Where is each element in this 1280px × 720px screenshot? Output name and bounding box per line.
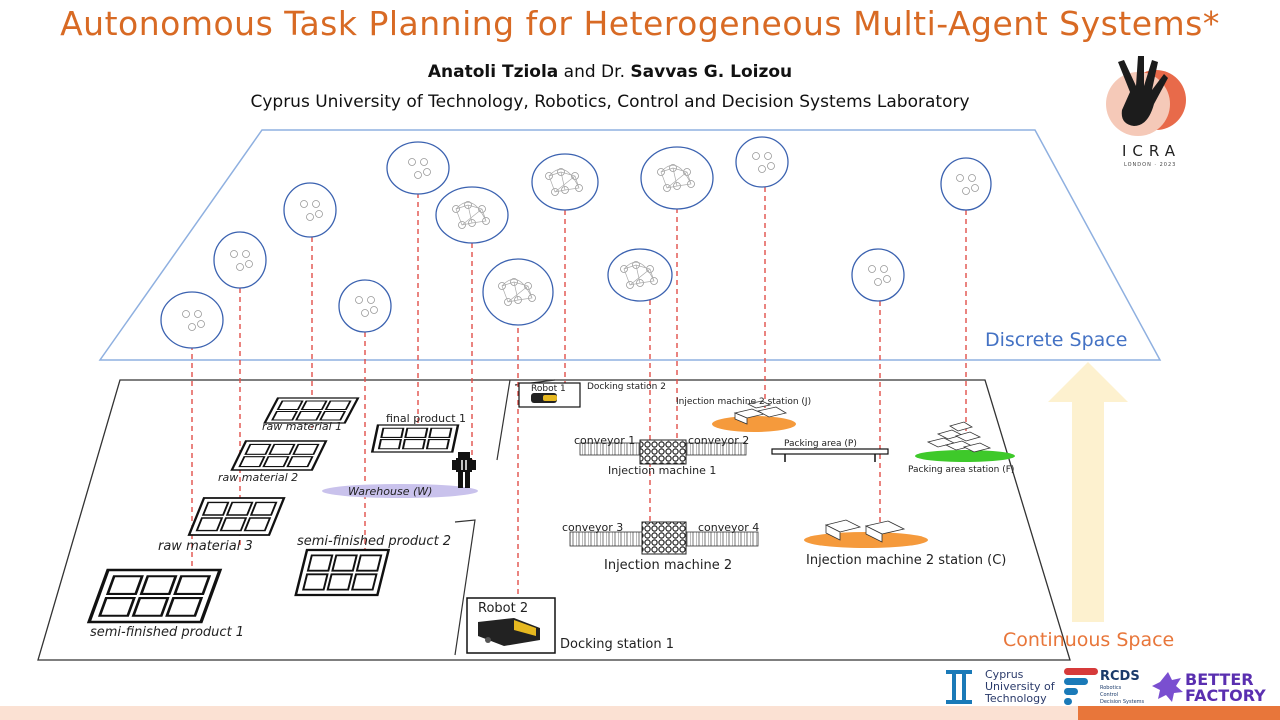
boxes-station-f — [926, 421, 992, 453]
cut-line-2: University of — [985, 680, 1056, 693]
raw-material-1-label: raw material 1 — [262, 420, 342, 433]
icra-logo: ICRA LONDON · 2023 — [1106, 56, 1186, 168]
warehouse-zone — [322, 484, 478, 498]
conveyor-3-label: conveyor 3 — [562, 521, 623, 534]
warehouse-label: Warehouse (W) — [348, 485, 432, 498]
continuous-space-label: Continuous Space — [1003, 629, 1174, 651]
state-graph-circle — [482, 258, 554, 326]
footer-band — [0, 706, 1280, 720]
injection-machine-2-station-j-label: Injection machine 2 station (J) — [676, 397, 811, 407]
boxes-station-j — [733, 400, 788, 425]
injection-machine-2-body — [641, 521, 687, 555]
discrete-continuous-links — [191, 187, 967, 618]
state-circle — [735, 136, 789, 188]
docking-station-1-label: Docking station 1 — [560, 637, 674, 652]
final-product-1-label: final product 1 — [386, 412, 466, 425]
better-factory-line-2: FACTORY — [1185, 686, 1266, 705]
author-2: Savvas G. Loizou — [630, 62, 793, 82]
rcds-sub-1: Robotics — [1100, 685, 1122, 691]
docking-station-2-label: Docking station 2 — [587, 382, 666, 392]
poster-title: Autonomous Task Planning for Heterogeneo… — [60, 4, 1220, 43]
semi-finished-product-1-label: semi-finished product 1 — [90, 625, 244, 640]
raw-material-3-label: raw material 3 — [158, 539, 253, 554]
robot-2-icon — [478, 618, 540, 646]
packing-area-station-f-zone — [915, 450, 1015, 462]
robot-2-label: Robot 2 — [478, 601, 528, 616]
state-graph-circle — [640, 146, 714, 210]
state-circle — [213, 231, 267, 289]
rcds-logo: RCDS Robotics Control Decision Systems — [1064, 668, 1145, 705]
conveyor-1-label: conveyor 1 — [574, 434, 635, 447]
state-graph-circle — [607, 248, 673, 302]
injection-machine-2-station-c-label: Injection machine 2 station (C) — [806, 553, 1006, 568]
semi-finished-product-2-label: semi-finished product 2 — [297, 534, 451, 549]
state-circle — [940, 157, 992, 211]
cut-line-3: Technology — [984, 692, 1047, 705]
packing-area-station-f-label: Packing area station (F) — [908, 465, 1014, 475]
conveyor-2-label: conveyor 2 — [688, 434, 749, 447]
conveyor-4-label: conveyor 4 — [698, 521, 759, 534]
boxes-station-c — [824, 519, 906, 543]
discrete-state-nodes — [160, 136, 992, 349]
better-factory-line-1: BETTER — [1185, 670, 1254, 689]
affiliation: Cyprus University of Technology, Robotic… — [250, 92, 970, 112]
shelf-raw-material-2 — [230, 439, 328, 472]
raw-material-2-label: raw material 2 — [218, 471, 298, 484]
conveyor-4-belt — [685, 531, 759, 547]
better-factory-logo: BETTER FACTORY — [1152, 670, 1266, 705]
discrete-space-label: Discrete Space — [985, 329, 1127, 351]
injection-machine-1-label: Injection machine 1 — [608, 464, 716, 477]
shelf-semi-finished-product-2 — [294, 548, 390, 597]
injection-machine-2-label: Injection machine 2 — [604, 558, 732, 573]
state-circle — [386, 141, 450, 195]
state-graph-circle — [435, 186, 509, 244]
icra-subtext: LONDON · 2023 — [1124, 162, 1176, 168]
injection-machine-1-body — [639, 439, 687, 465]
continuous-to-discrete-arrow — [1048, 362, 1128, 622]
shelf-final-product-1 — [371, 423, 460, 454]
state-circle — [283, 182, 337, 238]
author-1: Anatoli Tziola — [427, 62, 559, 82]
rcds-title: RCDS — [1100, 669, 1140, 684]
injection-machine-2-station-j-zone — [712, 416, 796, 432]
packing-table — [771, 448, 889, 462]
robot-1-icon — [531, 393, 557, 403]
footer-accent — [1078, 706, 1280, 720]
state-circle — [338, 279, 392, 333]
author-connector: and Dr. — [563, 62, 625, 82]
rcds-sub-2: Control — [1100, 692, 1118, 698]
cut-line-1: Cyprus — [985, 668, 1024, 681]
robot-1-label: Robot 1 — [531, 384, 566, 394]
packing-area-p-label: Packing area (P) — [784, 439, 857, 449]
icra-text: ICRA — [1122, 142, 1181, 160]
state-graph-circle — [531, 153, 599, 211]
shelf-semi-finished-product-1 — [87, 568, 222, 624]
authors: Anatoli Tziola and Dr. Savvas G. Loizou — [0, 62, 1220, 82]
conveyor-3-belt — [569, 531, 643, 547]
state-circle — [160, 291, 224, 349]
human-worker-icon — [452, 452, 476, 488]
state-circle — [851, 248, 905, 302]
rcds-sub-3: Decision Systems — [1100, 699, 1145, 705]
cut-logo: Cyprus University of Technology — [946, 668, 1056, 705]
shelf-raw-material-3 — [187, 496, 286, 537]
